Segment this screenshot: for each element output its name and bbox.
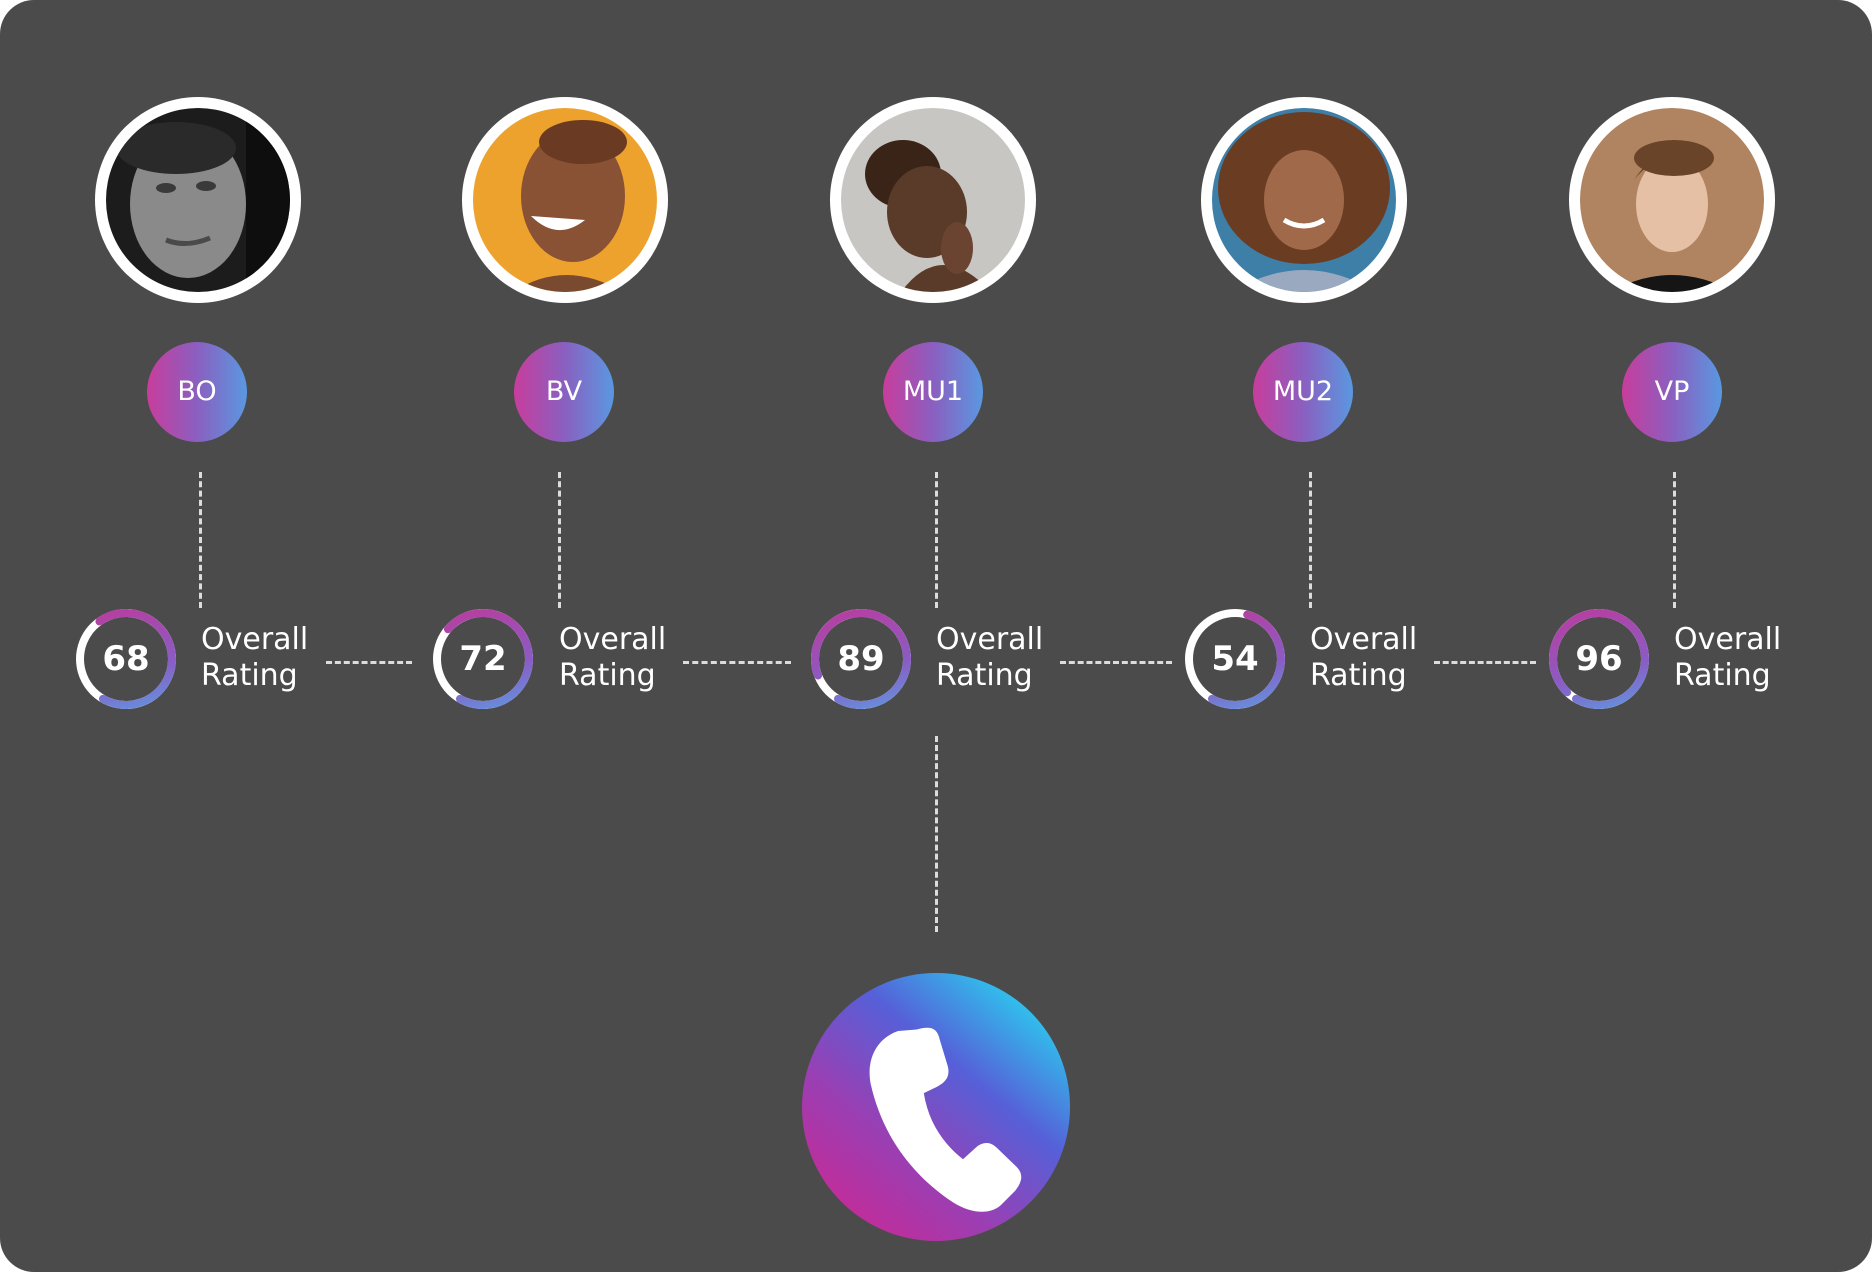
rating-label-line1: Overall: [1310, 622, 1418, 657]
initials-badge-mu1: MU1: [883, 342, 983, 442]
rating-label-mu1: Overall Rating: [936, 622, 1043, 694]
rating-ring-bo: 68: [74, 607, 178, 711]
rating-value-bo: 68: [102, 639, 150, 679]
connector-bv-vertical: [558, 472, 561, 608]
rating-ring-fill: [1549, 609, 1649, 709]
connector-bo-bv: [326, 661, 412, 664]
rating-label-line2: Rating: [936, 658, 1033, 693]
rating-ring-vp: 96: [1547, 607, 1651, 711]
rating-label-line2: Rating: [1674, 658, 1771, 693]
avatar-bo: [95, 97, 301, 303]
rating-label-line1: Overall: [559, 622, 667, 657]
rating-label-line1: Overall: [936, 622, 1044, 657]
avatar-bv: [462, 97, 668, 303]
rating-ring-mu1: 89: [809, 607, 913, 711]
avatar-mu2: [1201, 97, 1407, 303]
rating-ring-bv: 72: [431, 607, 535, 711]
rating-label-vp: Overall Rating: [1674, 622, 1781, 694]
rating-progress-ring: [1549, 609, 1649, 709]
rating-label-line2: Rating: [201, 658, 298, 693]
rating-ring-fill: [1185, 609, 1285, 709]
rating-value-vp: 96: [1575, 639, 1623, 679]
initials-badge-bv: BV: [514, 342, 614, 442]
rating-progress-ring: [811, 609, 911, 709]
initials-badge-bo: BO: [147, 342, 247, 442]
rating-ring-fill: [433, 609, 533, 709]
rating-label-mu2: Overall Rating: [1310, 622, 1417, 694]
rating-progress-ring: [1185, 609, 1285, 709]
rating-label-bv: Overall Rating: [559, 622, 666, 694]
phone-icon: [869, 1027, 1022, 1212]
portrait-photo-mu2: [1212, 108, 1396, 292]
connector-bo-vertical: [199, 472, 202, 608]
avatar-vp: [1569, 97, 1775, 303]
connector-mu1-vertical: [935, 472, 938, 608]
rating-label-line2: Rating: [559, 658, 656, 693]
portrait-photo-bo: [106, 108, 290, 292]
portrait-photo-mu1: [841, 108, 1025, 292]
rating-label-line2: Rating: [1310, 658, 1407, 693]
avatar-mu1: [830, 97, 1036, 303]
rating-ring-mu2: 54: [1183, 607, 1287, 711]
connector-mu2-vertical: [1309, 472, 1312, 608]
rating-ring-fill: [811, 609, 911, 709]
rating-progress-ring: [433, 609, 533, 709]
portrait-photo-bv: [473, 108, 657, 292]
rating-value-mu1: 89: [837, 639, 885, 679]
initials-badge-vp: VP: [1622, 342, 1722, 442]
rating-label-line1: Overall: [1674, 622, 1782, 657]
initials-badge-mu2: MU2: [1253, 342, 1353, 442]
rating-value-mu2: 54: [1211, 639, 1259, 679]
rating-label-line1: Overall: [201, 622, 309, 657]
rating-progress-ring: [76, 609, 176, 709]
connector-to-phone: [935, 736, 938, 932]
connector-bv-mu1: [683, 661, 791, 664]
connector-mu1-mu2: [1060, 661, 1172, 664]
rating-label-bo: Overall Rating: [201, 622, 308, 694]
connector-vp-vertical: [1673, 472, 1676, 608]
portrait-photo-vp: [1580, 108, 1764, 292]
call-button[interactable]: [802, 973, 1070, 1241]
rating-ring-fill: [76, 609, 176, 709]
connector-mu2-vp: [1434, 661, 1536, 664]
rating-value-bv: 72: [459, 639, 507, 679]
